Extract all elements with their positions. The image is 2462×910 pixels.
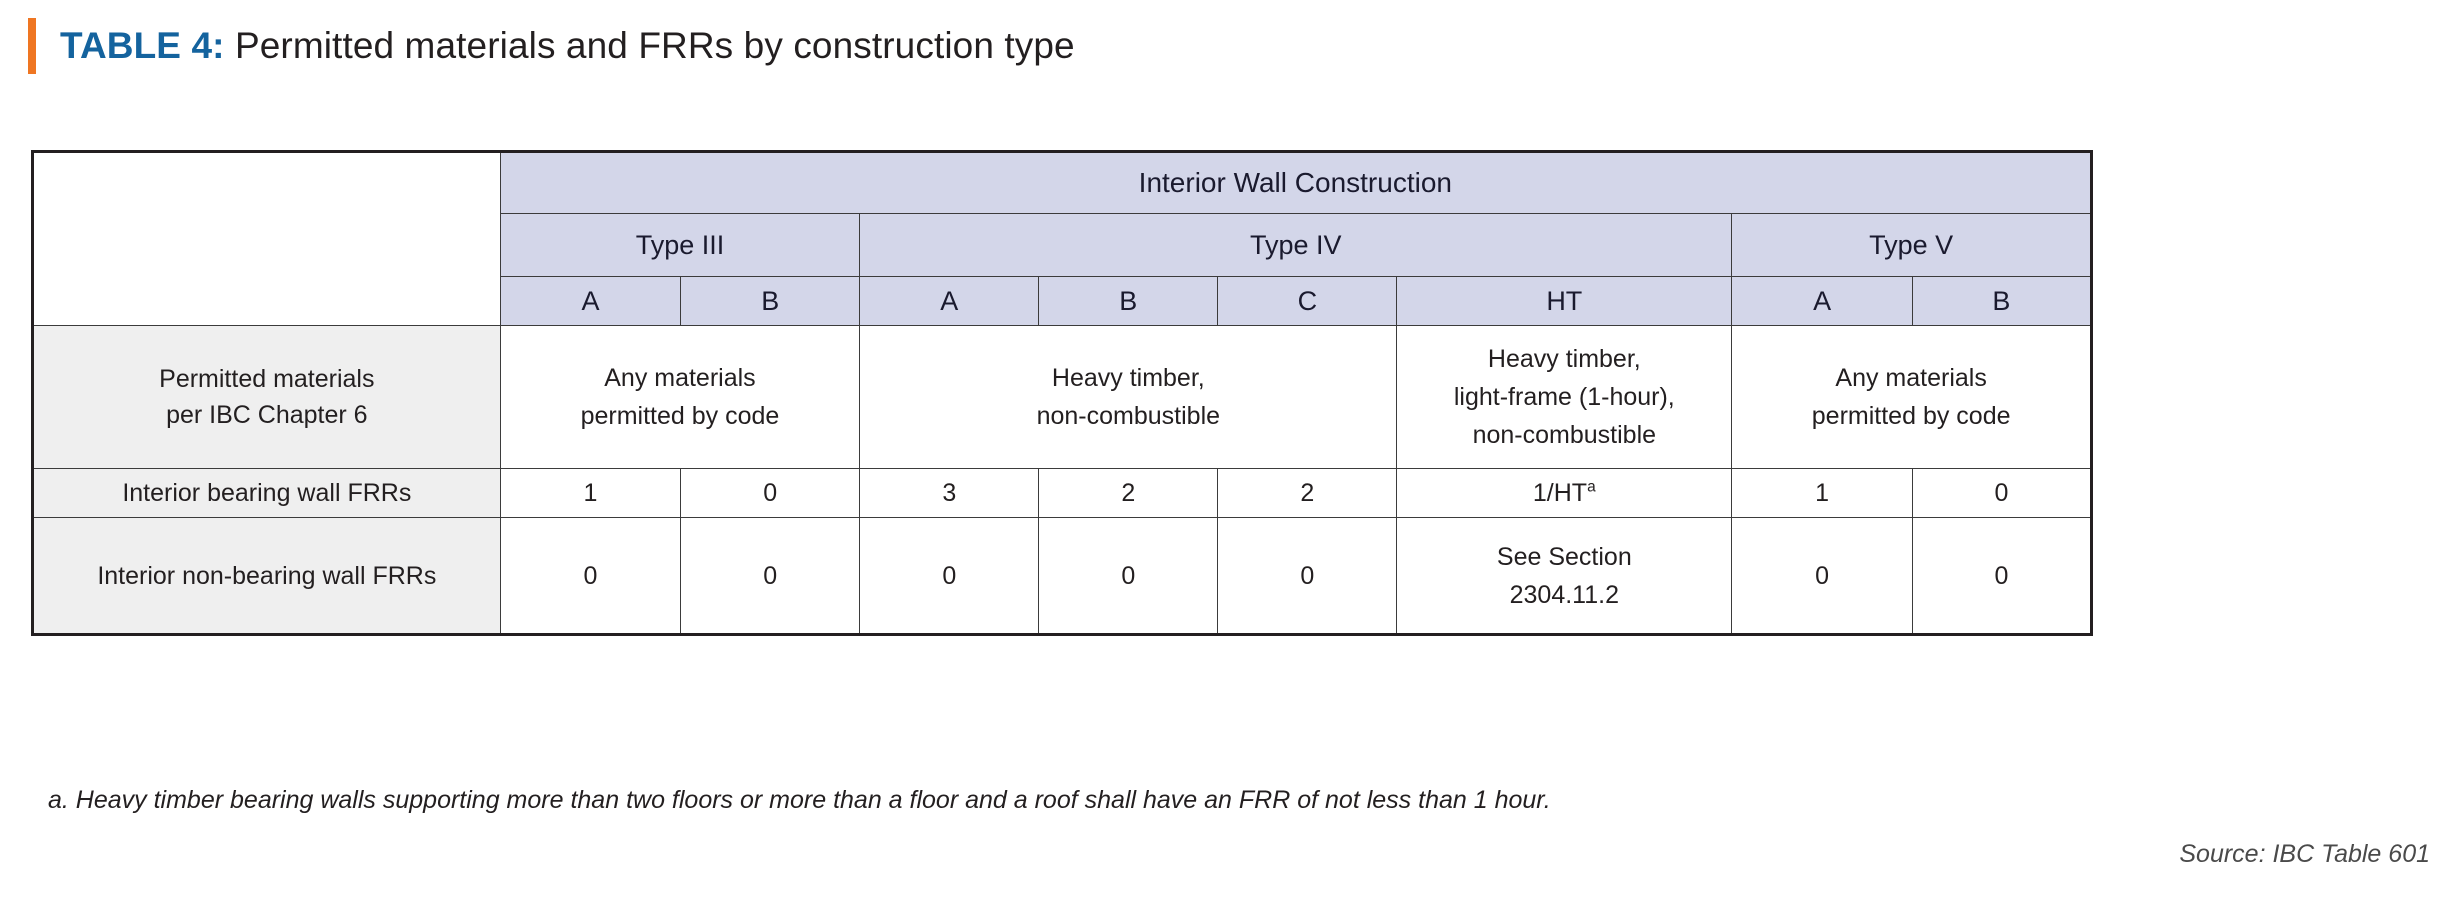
cell-bearing-iv-a: 3 <box>859 468 1040 518</box>
corner-spacer <box>33 277 501 326</box>
row-label-interior-non-bearing-wall-frrs: Interior non-bearing wall FRRs <box>32 517 501 635</box>
header-interior-wall-construction: Interior Wall Construction <box>499 151 2093 214</box>
cell-line2: light-frame (1-hour), <box>1453 383 1675 411</box>
cell-nonbearing-iv-b: 0 <box>1038 517 1219 635</box>
header-subcol-iii-a: A <box>499 276 682 326</box>
row-label-interior-bearing-wall-frrs: Interior bearing wall FRRs <box>32 468 501 518</box>
cell-bearing-iii-b: 0 <box>680 468 861 518</box>
header-type-iii: Type III <box>499 213 861 277</box>
cell-materials-type3: Any materials permitted by code <box>499 325 861 469</box>
corner-spacer <box>33 214 501 277</box>
cell-line2: permitted by code <box>1811 402 2011 430</box>
figure-title: TABLE 4: Permitted materials and FRRs by… <box>28 18 1075 74</box>
permitted-materials-table: Interior Wall Construction Type III Type… <box>31 150 2093 636</box>
cell-line2: 2304.11.2 <box>1509 580 1619 609</box>
cell-bearing-v-a: 1 <box>1731 468 1913 518</box>
header-subcol-v-a: A <box>1731 276 1913 326</box>
cell-bearing-iv-b: 2 <box>1038 468 1219 518</box>
cell-line1: Any materials <box>604 364 756 392</box>
cell-nonbearing-v-a: 0 <box>1731 517 1913 635</box>
cell-nonbearing-iii-a: 0 <box>499 517 682 635</box>
cell-nonbearing-iii-b: 0 <box>680 517 861 635</box>
cell-nonbearing-iv-ht: See Section 2304.11.2 <box>1396 517 1733 635</box>
header-subcol-iv-c: C <box>1217 276 1398 326</box>
header-subcol-v-b: B <box>1911 276 2093 326</box>
footnote-marker-a: a <box>1587 478 1596 496</box>
header-type-v: Type V <box>1731 213 2092 277</box>
page-title: TABLE 4: Permitted materials and FRRs by… <box>60 18 1075 74</box>
table-row: Interior non-bearing wall FRRs 0 0 0 0 0… <box>32 517 2093 635</box>
cell-line1: Heavy timber, <box>1487 345 1641 373</box>
cell-line3: non-combustible <box>1472 421 1657 449</box>
table-number-label: TABLE 4: <box>60 25 225 66</box>
cell-bearing-ht-value: 1/HT <box>1532 479 1588 507</box>
cell-bearing-iii-a: 1 <box>499 468 682 518</box>
title-accent-bar <box>28 18 36 74</box>
table-title-text: Permitted materials and FRRs by construc… <box>224 25 1075 66</box>
cell-line1: See Section <box>1496 542 1632 571</box>
cell-line2: non-combustible <box>1036 402 1221 430</box>
cell-bearing-iv-ht: 1/HTa <box>1396 468 1733 518</box>
table-source: Source: IBC Table 601 <box>2179 840 2430 868</box>
cell-line1: Heavy timber, <box>1051 364 1205 392</box>
header-subcol-iv-ht: HT <box>1396 276 1733 326</box>
cell-bearing-v-b: 0 <box>1911 468 2093 518</box>
table-footnote: a. Heavy timber bearing walls supporting… <box>48 786 1551 814</box>
table-header-group-row: Interior Wall Construction <box>33 151 2093 214</box>
header-subcol-iv-b: B <box>1038 276 1219 326</box>
row-label-line1: Permitted materials <box>159 365 375 393</box>
table-container: Interior Wall Construction Type III Type… <box>31 150 2093 636</box>
row-label-permitted-materials: Permitted materials per IBC Chapter 6 <box>32 325 501 469</box>
cell-materials-type4-abc: Heavy timber, non-combustible <box>859 325 1398 469</box>
table-row: Permitted materials per IBC Chapter 6 An… <box>32 325 2092 469</box>
table-header-type-row: Type III Type IV Type V <box>33 213 2092 277</box>
row-label-line2: per IBC Chapter 6 <box>166 401 368 429</box>
table-header-subcolumn-row: A B A B C HT A B <box>33 276 2093 326</box>
cell-nonbearing-iv-c: 0 <box>1217 517 1398 635</box>
cell-nonbearing-v-b: 0 <box>1911 517 2093 635</box>
cell-materials-type5: Any materials permitted by code <box>1731 325 2092 469</box>
cell-materials-type4-ht: Heavy timber, light-frame (1-hour), non-… <box>1396 325 1733 469</box>
cell-nonbearing-iv-a: 0 <box>859 517 1040 635</box>
header-subcol-iii-b: B <box>680 276 861 326</box>
header-subcol-iv-a: A <box>859 276 1040 326</box>
corner-spacer <box>33 152 501 214</box>
cell-line2: permitted by code <box>580 402 780 430</box>
cell-bearing-iv-c: 2 <box>1217 468 1398 518</box>
header-type-iv: Type IV <box>859 213 1733 277</box>
cell-line1: Any materials <box>1835 364 1987 392</box>
table-row: Interior bearing wall FRRs 1 0 3 2 2 1/H… <box>32 468 2093 518</box>
